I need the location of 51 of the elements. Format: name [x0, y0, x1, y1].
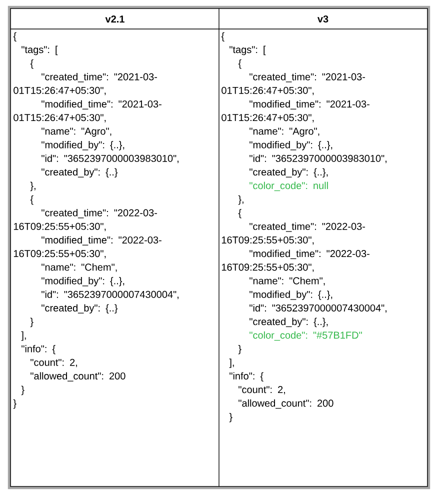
code-line: ],	[229, 358, 234, 368]
code-line: "info": {	[230, 372, 264, 382]
code-line: "id": "3652397000003983010",	[42, 154, 178, 164]
code-line: "modified_by": {..},	[250, 290, 332, 300]
column-header: v3	[317, 15, 328, 23]
code-line: "created_by": {..},	[250, 168, 328, 178]
code-line: "color_code": null	[250, 182, 328, 192]
code-line: "created_by": {..}	[42, 168, 118, 178]
code-line: "name": "Agro",	[42, 128, 112, 137]
code-line: "modified_by": {..},	[42, 141, 124, 150]
code-line: "created_time": "2022-03-16T09:25:55+05:30",	[222, 222, 365, 245]
code-line: "id": "3652397000003983010",	[250, 154, 386, 164]
code-line: {	[238, 209, 242, 218]
code-line: "tags": [	[22, 46, 58, 56]
code-line: "tags": [	[230, 46, 266, 56]
code-line: }	[229, 413, 232, 422]
code-line: }	[13, 399, 16, 409]
code-line: "allowed_count": 200	[238, 399, 334, 409]
code-line: "created_time": "2021-03-01T15:26:47+05:30",	[14, 73, 157, 96]
column-header: v2.1	[105, 16, 124, 22]
code-line: {	[221, 32, 224, 42]
code-line: },	[30, 182, 36, 192]
code-line: },	[238, 195, 244, 205]
code-line: "count": 2,	[30, 358, 77, 368]
code-line: ],	[21, 331, 26, 341]
code-line: "created_time": "2022-03-16T09:25:55+05:30",	[14, 209, 157, 232]
code-line: {	[13, 32, 16, 42]
code-line: {	[238, 59, 242, 69]
code-line: }	[21, 386, 24, 396]
code-line: "id": "3652397000007430004",	[42, 290, 178, 300]
code-line: {	[30, 195, 34, 205]
code-line: "modified_by": {..},	[250, 141, 332, 150]
code-line: "created_time": "2021-03-01T15:26:47+05:30",	[222, 73, 365, 96]
code-line: "name": "Chem",	[42, 263, 117, 272]
code-line: "name": "Agro",	[250, 128, 320, 137]
code-line: "id": "3652397000007430004",	[250, 304, 386, 313]
code-line: "modified_by": {..},	[42, 277, 124, 286]
code-line: }	[238, 345, 242, 354]
code-line: "modified_time": "2022-03-16T09:25:55+05:30",	[14, 236, 162, 258]
code-line: "created_by": {..},	[250, 318, 328, 328]
code-line: "allowed_count": 200	[30, 372, 126, 382]
code-line: "color_code": "#57B1FD"	[250, 331, 362, 341]
code-line: }	[30, 318, 34, 328]
code-line: "modified_time": "2021-03-01T15:26:47+05:30",	[222, 100, 370, 122]
code-line: "info": {	[22, 345, 56, 354]
code-line: "name": "Chem",	[250, 277, 325, 286]
code-line: "count": 2,	[238, 386, 285, 394]
code-line: "modified_time": "2022-03-16T09:25:55+05:30",	[222, 250, 370, 272]
code-line: {	[30, 59, 34, 69]
code-line: "created_by": {..}	[42, 304, 118, 314]
code-line: "modified_time": "2021-03-01T15:26:47+05:30",	[14, 100, 162, 122]
